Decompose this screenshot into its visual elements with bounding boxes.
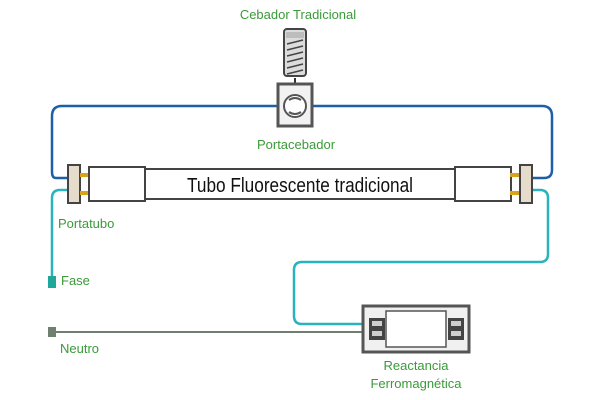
starter-holder-contacts (288, 97, 302, 115)
teal-wire-ballast (292, 188, 550, 326)
neutral-label: Neutro (60, 341, 99, 356)
tube-pin (80, 191, 90, 195)
tube-holder-right (519, 164, 533, 204)
ballast-label-line2: Ferromagnética (370, 376, 462, 391)
tube-pin (510, 173, 520, 177)
phase-terminal (48, 276, 56, 288)
tube-end-cap-right (454, 166, 512, 202)
phase-label: Fase (61, 273, 90, 288)
tube-pin (510, 191, 520, 195)
tube-holder-label: Portatubo (58, 216, 114, 231)
teal-wire-phase (50, 188, 70, 280)
neutral-terminal (48, 327, 56, 337)
ballast-label-line1: Reactancia (383, 358, 449, 373)
starter-label: Cebador Tradicional (240, 7, 356, 22)
starter-holder-label: Portacebador (257, 137, 336, 152)
starter-icon (283, 28, 307, 77)
tube-holder-left (67, 164, 81, 204)
tube-end-cap-left (88, 166, 146, 202)
tube-body (144, 168, 456, 200)
ballast-icon (361, 304, 471, 354)
tube-label: Tubo Fluorescente tradicional (187, 175, 413, 197)
fluorescent-tube (67, 164, 533, 204)
tube-pin (80, 173, 90, 177)
